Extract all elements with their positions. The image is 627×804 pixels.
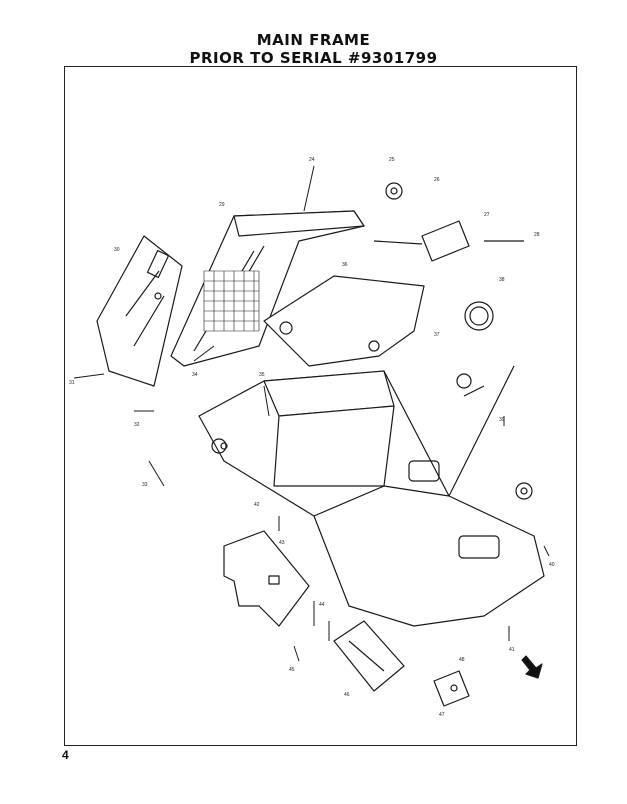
- callout: 28: [534, 232, 540, 238]
- callout: 38: [499, 277, 505, 283]
- side-plate: [223, 530, 310, 627]
- exploded-parts-diagram: 24 25 26 27 28 29 30 31 32 33 34 35 36 3…: [69, 157, 555, 718]
- page-title: MAIN FRAME: [256, 31, 371, 49]
- callout: 37: [434, 332, 440, 338]
- callout: 31: [69, 380, 75, 386]
- callout: 44: [319, 602, 325, 608]
- callout: 45: [289, 667, 295, 673]
- callout: 39: [499, 417, 505, 423]
- callout: 33: [142, 482, 148, 488]
- fasteners: [73, 165, 550, 662]
- top-deck-plate: [263, 275, 425, 367]
- callout: 30: [114, 247, 120, 253]
- callout: 26: [434, 177, 440, 183]
- callout: 42: [254, 502, 260, 508]
- actuator-assembly: [373, 182, 524, 331]
- callout: 40: [549, 562, 555, 568]
- callout: 34: [192, 372, 198, 378]
- page-number: 4: [62, 748, 69, 762]
- callout: 41: [509, 647, 515, 653]
- main-frame-body: [198, 365, 545, 627]
- callout: 47: [439, 712, 445, 718]
- callout: 25: [389, 157, 395, 163]
- callout: 48: [459, 657, 465, 663]
- grille-housing: [170, 210, 365, 367]
- page-subtitle: PRIOR TO SERIAL #9301799: [189, 49, 438, 67]
- lower-bracket: [333, 620, 405, 692]
- rear-panel: [96, 235, 183, 387]
- callout: 43: [279, 540, 285, 546]
- callout: 27: [484, 212, 490, 218]
- callout: 46: [344, 692, 350, 698]
- callout-labels: 24 25 26 27 28 29 30 31 32 33 34 35 36 3…: [69, 157, 555, 718]
- callout: 36: [342, 262, 348, 268]
- callout: 35: [259, 372, 265, 378]
- small-bracket: [433, 670, 470, 707]
- direction-arrow: [521, 655, 543, 679]
- drawing-frame: [64, 66, 577, 746]
- callout: 32: [134, 422, 140, 428]
- callout: 29: [219, 202, 225, 208]
- callout: 24: [309, 157, 315, 163]
